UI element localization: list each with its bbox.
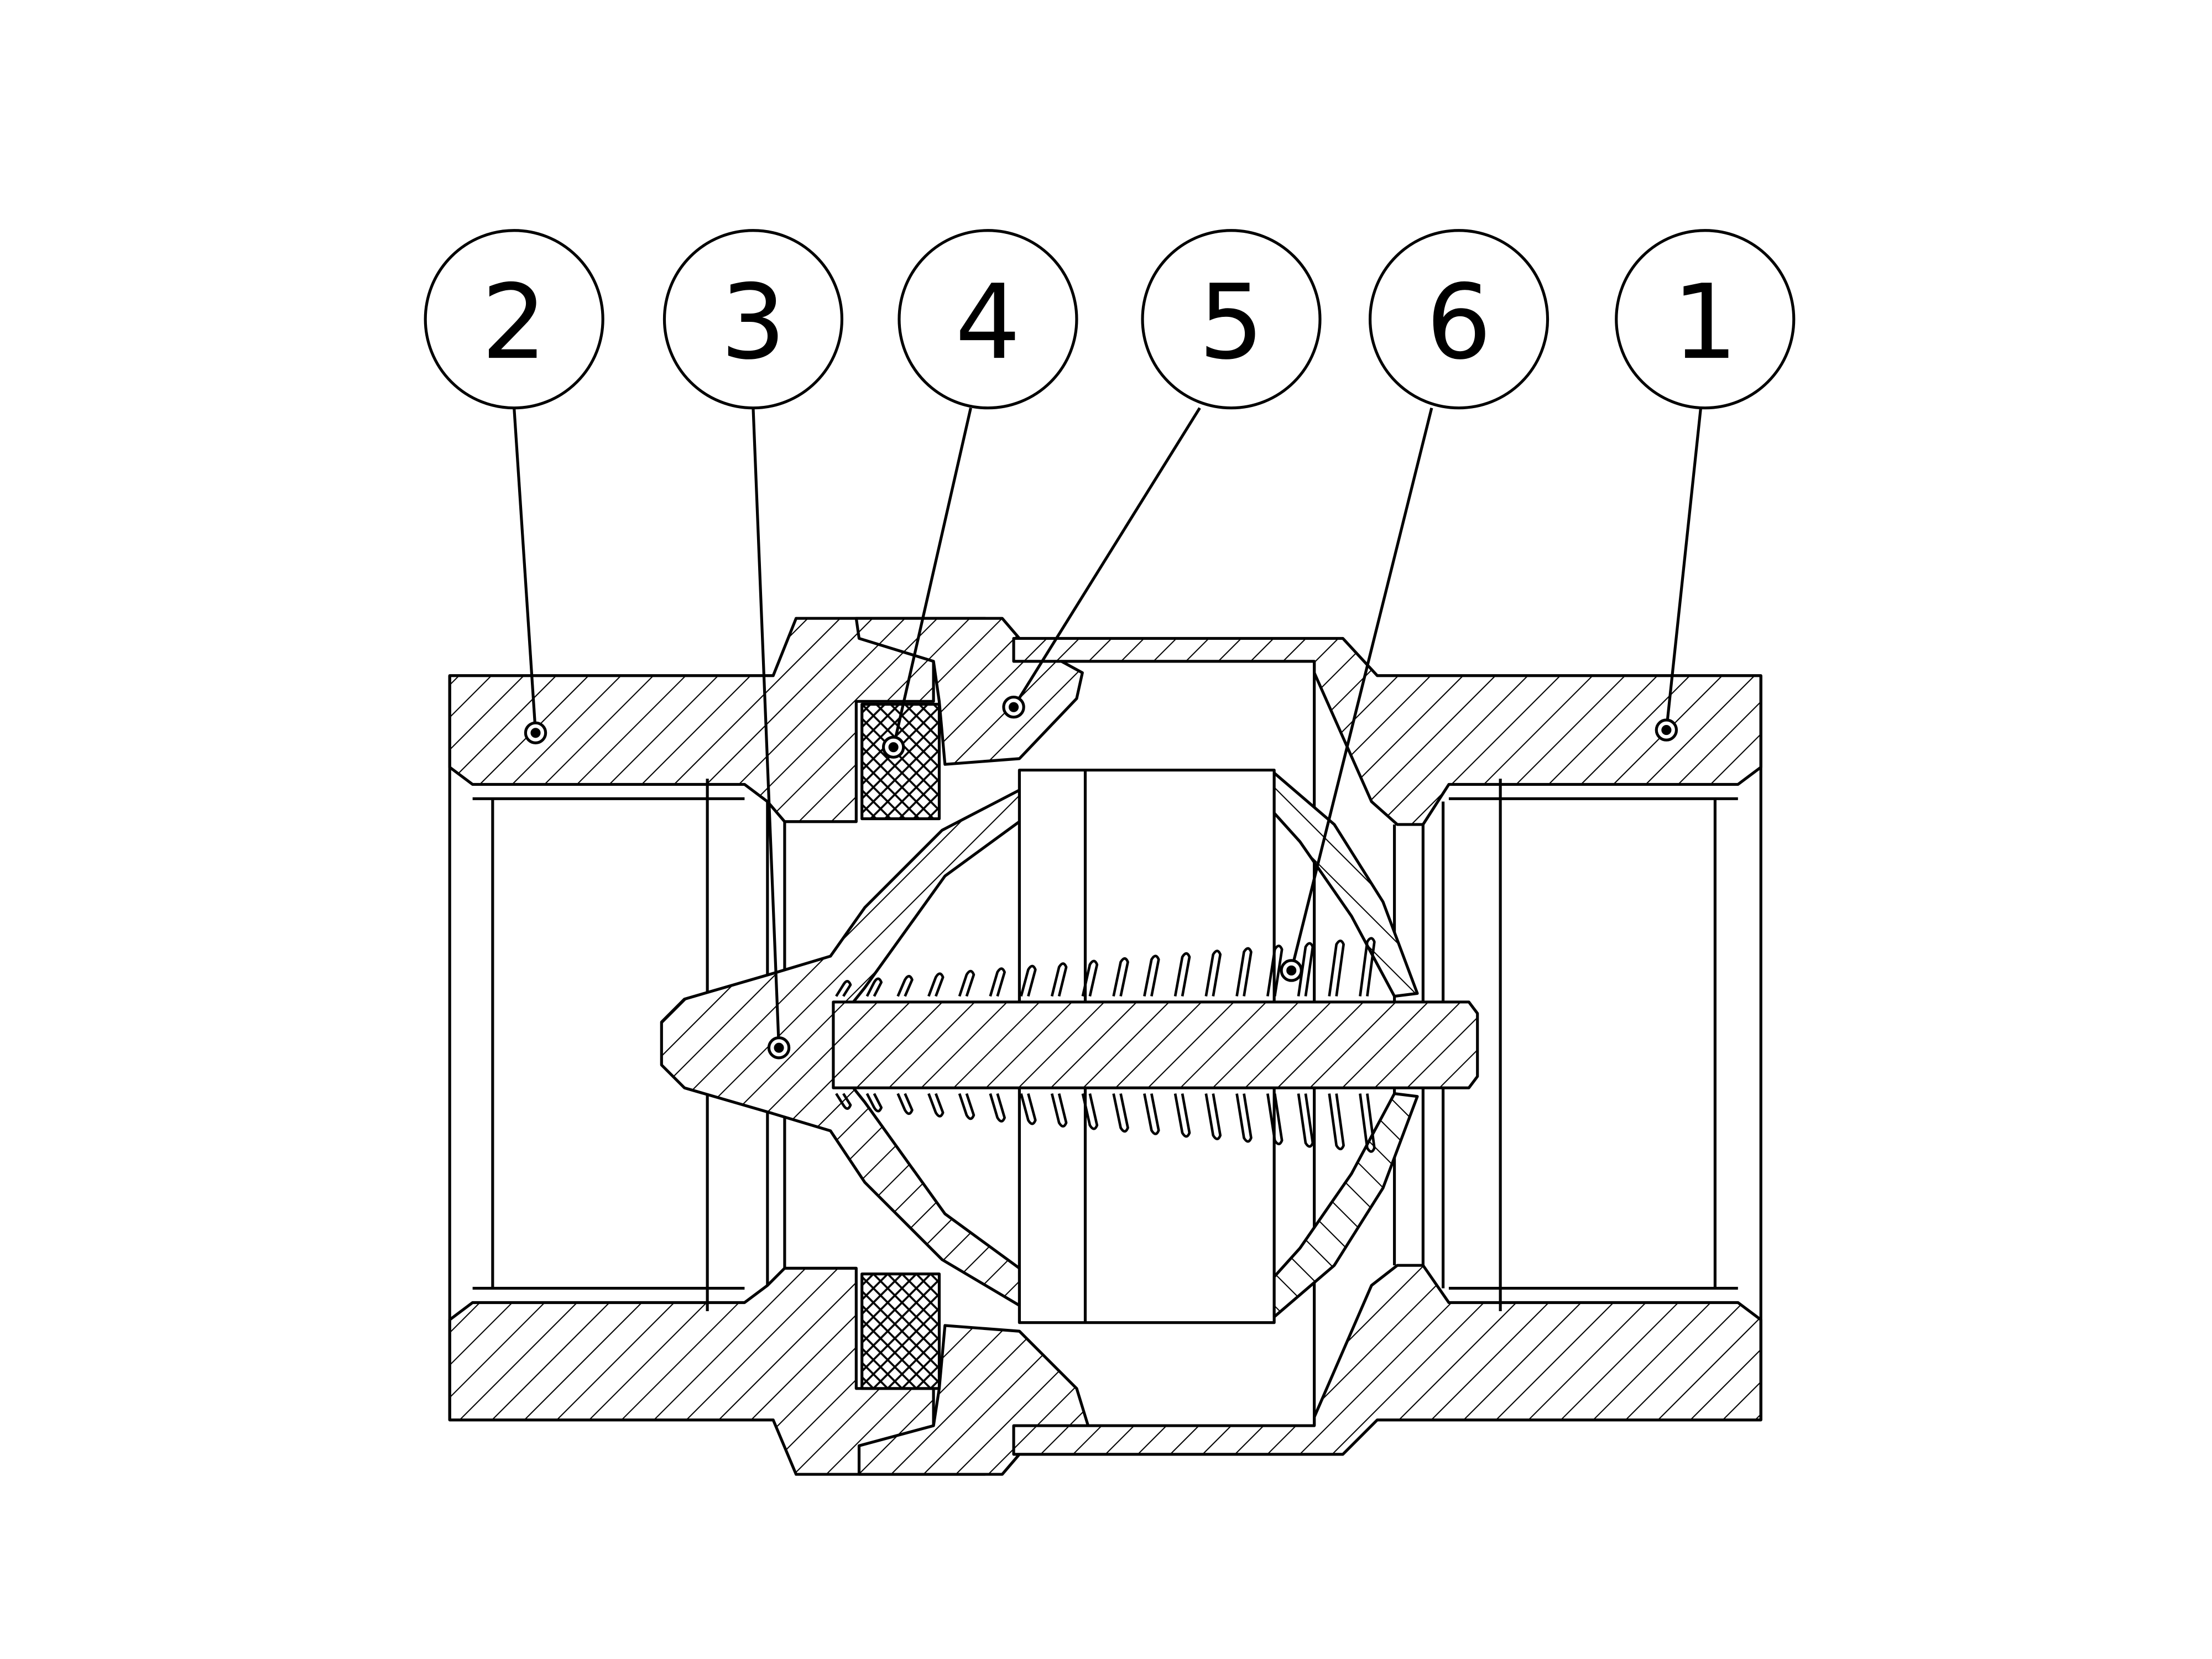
- leader-2: [513, 408, 538, 733]
- spring-coil: [1112, 957, 1129, 997]
- spring-coil: [1266, 1093, 1284, 1145]
- balloon-4-label: 4: [955, 262, 1021, 382]
- callout-leaders: [513, 407, 1703, 1048]
- spring-coils-bottom: [835, 1093, 1376, 1153]
- spring-coil: [1235, 947, 1253, 997]
- spring-coil: [1020, 1093, 1037, 1125]
- spring-coil: [1143, 954, 1160, 997]
- balloon-5: 5: [1141, 229, 1322, 410]
- seat-retainer-bottom-section: [857, 1324, 1090, 1476]
- balloon-1: 1: [1615, 229, 1796, 410]
- leader-dots: [524, 695, 1678, 1060]
- balloon-3-label: 3: [721, 262, 786, 382]
- callout-balloons: 2 3 4 5 6 1: [424, 229, 1796, 410]
- spring-coil: [1050, 962, 1068, 997]
- balloon-4: 4: [898, 229, 1078, 410]
- spring-coil: [1328, 1093, 1345, 1151]
- spring-coil: [1328, 940, 1345, 997]
- spring-coil: [1143, 1093, 1160, 1135]
- balloon-5-label: 5: [1198, 262, 1264, 382]
- balloon-1-label: 1: [1672, 262, 1738, 382]
- spring-coil: [1297, 942, 1314, 997]
- spring-coil: [896, 1093, 914, 1115]
- spring-coil: [989, 1093, 1006, 1123]
- balloon-2-label: 2: [481, 262, 547, 382]
- leader-6: [1290, 408, 1433, 971]
- spring-coil: [1204, 1093, 1222, 1140]
- spring-coil: [1359, 937, 1376, 997]
- spring-coil: [958, 969, 975, 997]
- valve-stem: [832, 1000, 1479, 1089]
- spring-coil: [958, 1093, 975, 1120]
- spring-coil: [865, 977, 883, 997]
- spring-coil: [989, 967, 1006, 997]
- spring-coil: [865, 1093, 883, 1113]
- seal-ring-bottom: [860, 1272, 941, 1390]
- spring-coil: [1297, 1093, 1314, 1148]
- leader-3: [752, 408, 781, 1048]
- spring-coil: [1204, 950, 1222, 997]
- spring-coil: [1050, 1093, 1068, 1128]
- spring-coil: [835, 980, 852, 997]
- balloon-6-label: 6: [1426, 262, 1492, 382]
- spring-coils-top: [835, 937, 1376, 997]
- spring-coil: [1173, 1093, 1191, 1138]
- spring-coil: [1112, 1093, 1129, 1133]
- balloon-3: 3: [662, 229, 844, 410]
- seal-ring-top: [860, 702, 941, 821]
- seat-flange-top: [1272, 771, 1419, 998]
- spring-coil: [1020, 964, 1037, 997]
- leader-4: [892, 408, 972, 748]
- spring-coil: [927, 972, 945, 997]
- spring-coil: [1359, 1093, 1376, 1153]
- spring-coil: [927, 1093, 945, 1118]
- seat-flange-bottom: [1272, 1092, 1419, 1318]
- spring-coil: [1081, 959, 1099, 997]
- spring-coil: [1235, 1093, 1253, 1143]
- balloon-6: 6: [1368, 229, 1550, 410]
- spring-coil: [1173, 952, 1191, 997]
- spring-coil: [1081, 1093, 1099, 1130]
- leader-5: [1012, 407, 1201, 708]
- spring-coil: [835, 1093, 852, 1110]
- leader-1: [1665, 408, 1703, 731]
- spring-coil: [1266, 945, 1284, 997]
- spring-coil: [896, 974, 914, 997]
- balloon-2: 2: [424, 229, 604, 410]
